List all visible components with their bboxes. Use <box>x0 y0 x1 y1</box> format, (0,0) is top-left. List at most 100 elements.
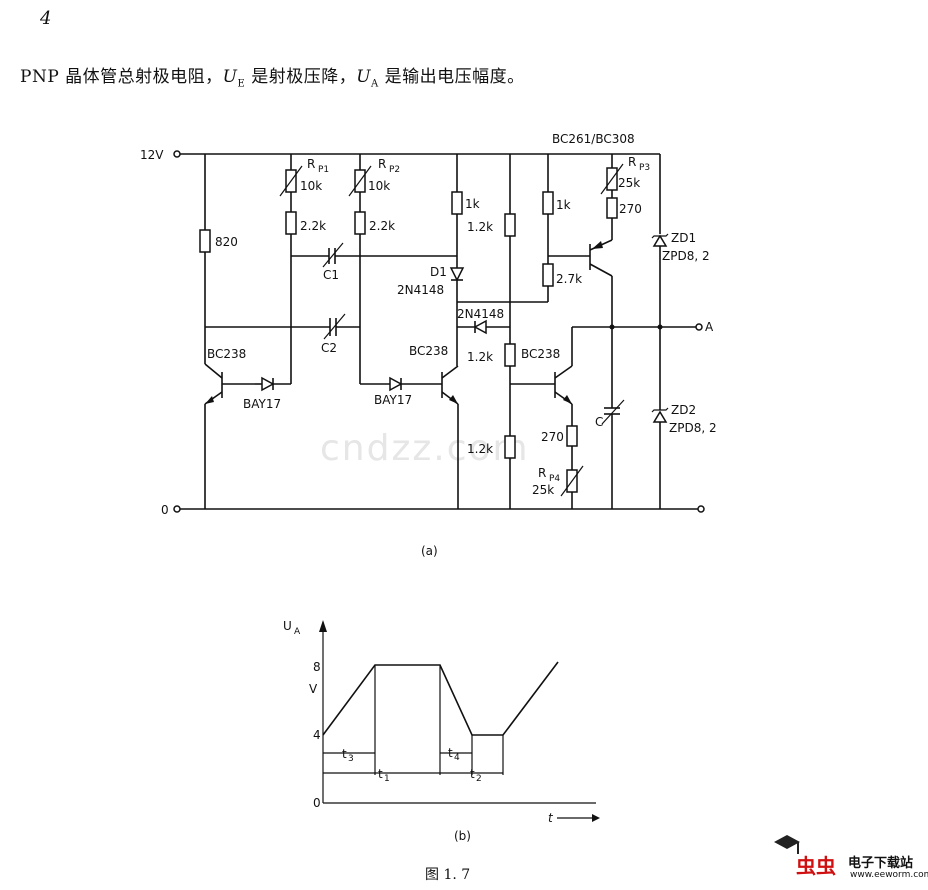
wave-t1: t <box>378 767 383 781</box>
transistor-1-label: BC238 <box>207 347 246 361</box>
c2-label: C2 <box>321 341 337 355</box>
c2-adjust <box>323 313 346 340</box>
c-adjust <box>601 399 625 425</box>
rp1-name: R <box>307 157 315 171</box>
supply-terminal <box>173 150 181 158</box>
diode-d1 <box>449 267 465 282</box>
c1-label: C1 <box>323 268 339 282</box>
wave-tick-4: 4 <box>313 728 321 742</box>
resistor-1k-b-label: 1k <box>556 198 571 212</box>
rp3-adjust-arrow <box>600 163 624 195</box>
wave-t2: t <box>470 767 475 781</box>
rp2-adjust-arrow <box>348 165 372 197</box>
diode-bay17-1 <box>261 376 275 392</box>
resistor-1k2-b <box>504 343 516 367</box>
circuit-caption: (a) <box>421 544 438 558</box>
resistor-1k2-c <box>504 435 516 459</box>
transistor-2-arrow <box>449 395 458 404</box>
resistor-820-label: 820 <box>215 235 238 249</box>
wave-t3-sub: 3 <box>348 754 354 764</box>
wave-t4-sub: 4 <box>454 753 460 763</box>
rp3-name: R <box>628 155 636 169</box>
rp4-sub: P4 <box>549 474 560 484</box>
wave-y-symbol: U <box>283 619 292 633</box>
wave-x-label: t <box>548 811 554 825</box>
header-part1: PNP 晶体管总射极电阻， <box>20 67 223 87</box>
header-part3: 是输出电压幅度。 <box>378 67 525 87</box>
rp3-sub: P3 <box>639 163 650 173</box>
logo-url: www.eeworm.com <box>850 870 928 880</box>
rp1-adjust-arrow <box>279 165 303 197</box>
diode-d1-part: 2N4148 <box>397 283 444 297</box>
transistor-3-arrow <box>563 395 572 404</box>
rp4-name: R <box>538 466 546 480</box>
transistor-1-collector <box>204 363 223 379</box>
pnp-transistor-label: BC261/BC308 <box>552 132 635 146</box>
logo-cn: 电子下载站 <box>848 856 914 871</box>
rp1-value: 10k <box>300 179 322 193</box>
zener-zd1 <box>652 234 668 247</box>
resistor-270-b-label: 270 <box>541 430 564 444</box>
resistor-1k2-b-label: 1.2k <box>467 350 493 364</box>
zd2-bar <box>651 407 669 413</box>
resistor-1k-a <box>451 191 463 215</box>
wave-t1-sub: 1 <box>384 774 390 784</box>
pnp-arrow <box>592 241 603 249</box>
ground-terminal-right <box>697 505 705 513</box>
rp3-value: 25k <box>618 176 640 190</box>
resistor-2k2-b <box>354 211 366 235</box>
resistor-2k7 <box>542 263 554 287</box>
pnp-collector <box>589 263 613 277</box>
zd1-bar <box>651 233 669 239</box>
wave-x-arrow <box>592 814 600 822</box>
output-terminal <box>695 323 703 331</box>
zener-zd2-part: ZPD8, 2 <box>669 421 717 435</box>
transistor-3-label: BC238 <box>521 347 560 361</box>
resistor-820 <box>199 229 211 253</box>
ua-subscript: A <box>371 78 379 90</box>
zener-zd2 <box>652 410 668 423</box>
transistor-1-arrow <box>205 396 214 404</box>
transistor-3-collector <box>554 365 573 379</box>
zener-zd1-label: ZD1 <box>671 231 696 245</box>
wave-t2-sub: 2 <box>476 774 482 784</box>
resistor-1k-b <box>542 191 554 215</box>
header-text: PNP 晶体管总射极电阻，UE 是射极压降，UA 是输出电压幅度。 <box>20 62 525 89</box>
resistor-1k2-c-label: 1.2k <box>467 442 493 456</box>
zener-zd1-part: ZPD8, 2 <box>662 249 710 263</box>
diode-2n4148-2 <box>473 319 487 335</box>
transistor-2-label: BC238 <box>409 344 448 358</box>
junction-dot-1 <box>609 324 615 330</box>
output-label: A <box>705 320 714 334</box>
rp4-value: 25k <box>532 483 554 497</box>
diode-bay17-2-label: BAY17 <box>374 393 412 407</box>
resistor-270-a-label: 270 <box>619 202 642 216</box>
header-part2: 是射极压降， <box>245 67 357 87</box>
rp4-adjust-arrow <box>560 465 584 497</box>
wave-y-arrow <box>319 620 327 632</box>
ua-symbol: U <box>356 67 372 87</box>
diode-d1-label: D1 <box>430 265 447 279</box>
rp2-name: R <box>378 157 386 171</box>
resistor-1k2-a-label: 1.2k <box>467 220 493 234</box>
wave-y-unit: V <box>309 682 318 696</box>
wave-caption: (b) <box>454 829 471 843</box>
zener-zd2-label: ZD2 <box>671 403 696 417</box>
resistor-270-a <box>606 197 618 219</box>
wave-y-sub: A <box>294 627 301 637</box>
rp2-value: 10k <box>368 179 390 193</box>
resistor-2k2-b-label: 2.2k <box>369 219 395 233</box>
wave-trace <box>322 661 559 736</box>
ue-subscript: E <box>237 78 246 90</box>
resistor-1k2-a <box>504 213 516 237</box>
wave-t4: t <box>448 746 453 760</box>
junction-dot-2 <box>657 324 663 330</box>
resistor-2k2-a-label: 2.2k <box>300 219 326 233</box>
resistor-270-b <box>566 425 578 447</box>
rp1-sub: P1 <box>318 165 329 175</box>
resistor-2k2-a <box>285 211 297 235</box>
ground-terminal-left <box>173 505 181 513</box>
graduation-cap-icon <box>774 835 800 854</box>
logo-brand: 虫虫 <box>796 854 836 878</box>
